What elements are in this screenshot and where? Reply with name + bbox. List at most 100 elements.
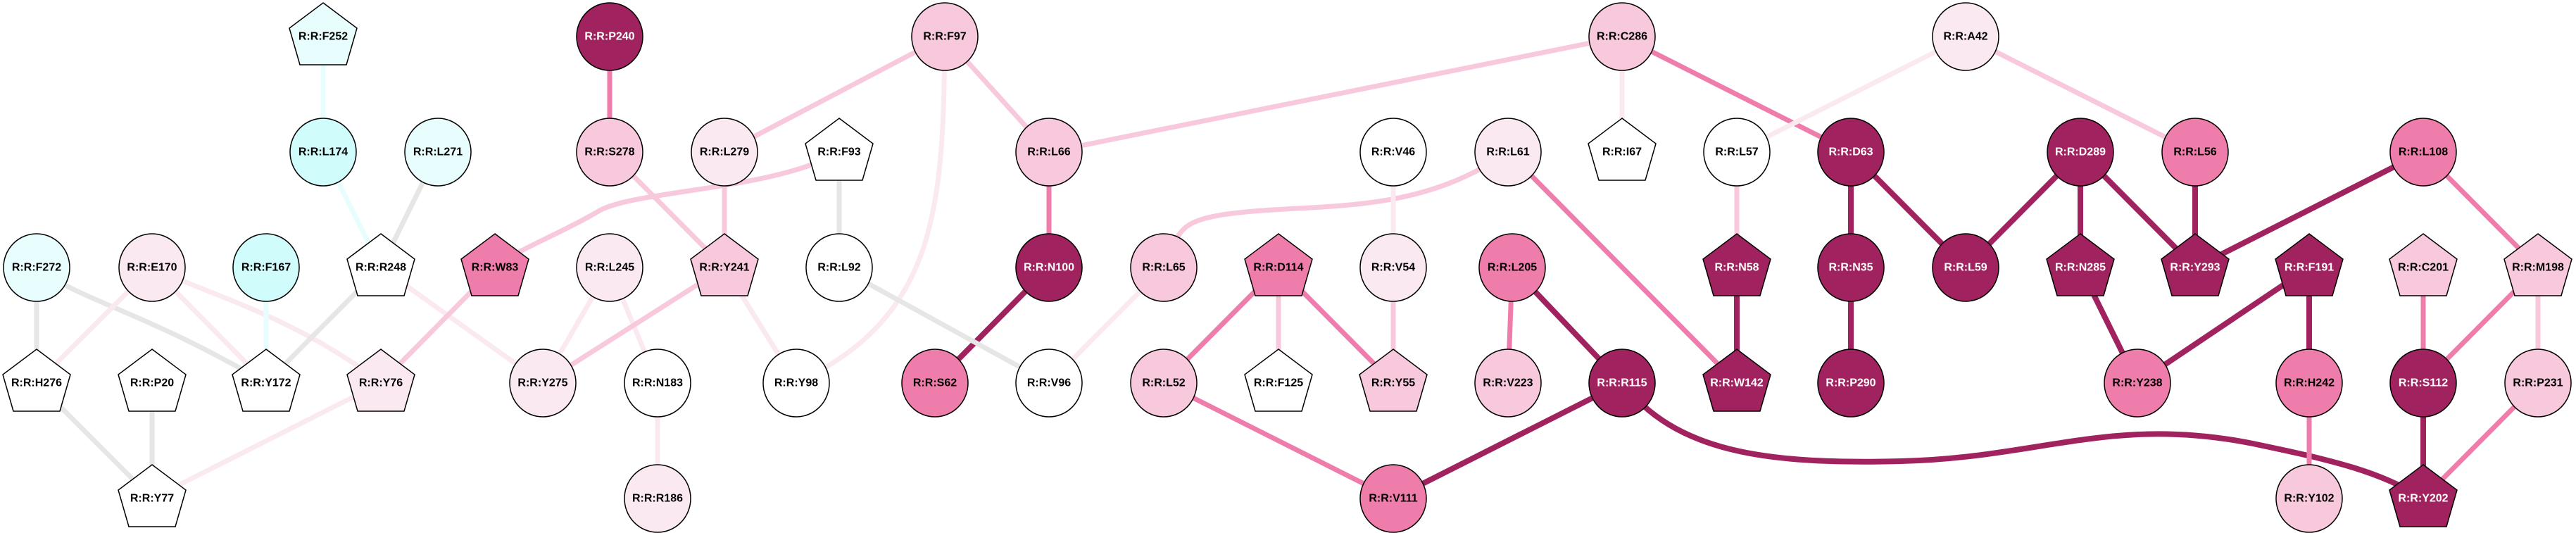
node-l65[interactable]: R:R:L65 <box>1130 233 1198 302</box>
node-l59[interactable]: R:R:L59 <box>1932 233 1999 302</box>
node-p20[interactable]: R:R:P20 <box>118 349 187 412</box>
node-h276[interactable]: R:R:H276 <box>2 349 71 412</box>
node-ellipse <box>2275 349 2343 418</box>
node-d114[interactable]: R:R:D114 <box>1244 233 1313 296</box>
node-l66[interactable]: R:R:L66 <box>1015 118 1083 187</box>
node-label: R:R:F93 <box>817 146 860 158</box>
node-v46[interactable]: R:R:V46 <box>1359 118 1427 187</box>
node-label: R:R:H276 <box>11 377 62 389</box>
node-y172[interactable]: R:R:Y172 <box>232 349 301 412</box>
node-r186[interactable]: R:R:R186 <box>624 464 691 533</box>
node-d63[interactable]: R:R:D63 <box>1817 118 1885 187</box>
node-label: R:R:F125 <box>1254 377 1303 389</box>
node-v96[interactable]: R:R:V96 <box>1015 349 1083 418</box>
node-l279[interactable]: R:R:L279 <box>691 118 758 187</box>
node-y55[interactable]: R:R:Y55 <box>1359 349 1428 412</box>
node-c286[interactable]: R:R:C286 <box>1588 2 1656 71</box>
node-label: R:R:L271 <box>413 146 463 158</box>
node-f252[interactable]: R:R:F252 <box>289 2 358 65</box>
node-label: R:R:P20 <box>130 377 174 389</box>
node-y202[interactable]: R:R:Y202 <box>2389 464 2458 527</box>
node-pentagon <box>1702 349 1771 412</box>
node-label: R:R:L57 <box>1715 146 1758 158</box>
node-v223[interactable]: R:R:V223 <box>1474 349 1542 418</box>
edge-l61-w142 <box>1506 150 1739 385</box>
node-n285[interactable]: R:R:N285 <box>2046 233 2115 296</box>
node-ellipse <box>1474 118 1542 187</box>
node-d289[interactable]: R:R:D289 <box>2047 118 2114 187</box>
node-label: R:R:L205 <box>1488 262 1537 274</box>
node-y98[interactable]: R:R:Y98 <box>762 349 830 418</box>
node-n183[interactable]: R:R:N183 <box>624 349 691 418</box>
node-l174[interactable]: R:R:L174 <box>289 118 357 187</box>
node-ellipse <box>404 118 472 187</box>
node-l271[interactable]: R:R:L271 <box>404 118 472 187</box>
node-w142[interactable]: R:R:W142 <box>1702 349 1771 412</box>
node-y76[interactable]: R:R:Y76 <box>346 349 415 412</box>
node-n58[interactable]: R:R:N58 <box>1702 233 1771 296</box>
node-f125[interactable]: R:R:F125 <box>1244 349 1313 412</box>
node-s62[interactable]: R:R:S62 <box>901 349 969 418</box>
node-f167[interactable]: R:R:F167 <box>232 233 300 302</box>
node-n35[interactable]: R:R:N35 <box>1817 233 1885 302</box>
node-ellipse <box>2504 349 2572 418</box>
node-label: R:R:R186 <box>632 493 683 505</box>
node-f97[interactable]: R:R:F97 <box>911 2 979 71</box>
node-m198[interactable]: R:R:M198 <box>2503 233 2572 296</box>
node-v111[interactable]: R:R:V111 <box>1359 464 1427 533</box>
node-label: R:R:L61 <box>1486 146 1529 158</box>
edge-a42-l56 <box>1964 34 2197 155</box>
edge-r115-y202 <box>1619 381 2425 501</box>
node-n100[interactable]: R:R:N100 <box>1015 233 1083 302</box>
node-ellipse <box>901 349 969 418</box>
node-pentagon <box>1588 118 1657 181</box>
node-p231[interactable]: R:R:P231 <box>2504 349 2572 418</box>
node-l52[interactable]: R:R:L52 <box>1130 349 1198 418</box>
node-ellipse <box>691 118 758 187</box>
node-i67[interactable]: R:R:I67 <box>1588 118 1657 181</box>
node-label: R:R:Y202 <box>2398 493 2448 505</box>
node-l56[interactable]: R:R:L56 <box>2161 118 2229 187</box>
node-y77[interactable]: R:R:Y77 <box>118 464 187 527</box>
node-s112[interactable]: R:R:S112 <box>2389 349 2457 418</box>
node-p240[interactable]: R:R:P240 <box>576 2 643 71</box>
node-f272[interactable]: R:R:F272 <box>3 233 70 302</box>
node-v54[interactable]: R:R:V54 <box>1359 233 1427 302</box>
node-ellipse <box>805 233 873 302</box>
node-l245[interactable]: R:R:L245 <box>576 233 643 302</box>
node-pentagon <box>2389 233 2458 296</box>
node-r248[interactable]: R:R:R248 <box>346 233 415 296</box>
node-pentagon <box>346 349 415 412</box>
edge-f191-y238 <box>2135 265 2311 386</box>
node-label: R:R:F167 <box>241 262 291 274</box>
node-p290[interactable]: R:R:P290 <box>1817 349 1885 418</box>
node-y275[interactable]: R:R:Y275 <box>509 349 577 418</box>
node-c201[interactable]: R:R:C201 <box>2389 233 2458 296</box>
node-l57[interactable]: R:R:L57 <box>1703 118 1771 187</box>
node-ellipse <box>576 233 643 302</box>
node-s278[interactable]: R:R:S278 <box>576 118 643 187</box>
node-l108[interactable]: R:R:L108 <box>2389 118 2457 187</box>
node-e170[interactable]: R:R:E170 <box>118 233 186 302</box>
node-f191[interactable]: R:R:F191 <box>2275 233 2344 296</box>
node-y293[interactable]: R:R:Y293 <box>2161 233 2230 296</box>
node-y241[interactable]: R:R:Y241 <box>690 233 759 296</box>
node-ellipse <box>2389 349 2457 418</box>
node-ellipse <box>1817 349 1885 418</box>
node-ellipse <box>1932 2 1999 71</box>
node-label: R:R:N58 <box>1714 262 1759 274</box>
node-l61[interactable]: R:R:L61 <box>1474 118 1542 187</box>
node-w83[interactable]: R:R:W83 <box>460 233 529 296</box>
node-f93[interactable]: R:R:F93 <box>805 118 874 181</box>
node-ellipse <box>232 233 300 302</box>
node-y238[interactable]: R:R:Y238 <box>2104 349 2171 418</box>
node-r115[interactable]: R:R:R115 <box>1588 349 1656 418</box>
node-l205[interactable]: R:R:L205 <box>1478 233 1546 302</box>
node-h242[interactable]: R:R:H242 <box>2275 349 2343 418</box>
node-y102[interactable]: R:R:Y102 <box>2275 464 2343 533</box>
node-ellipse <box>576 2 643 71</box>
node-a42[interactable]: R:R:A42 <box>1932 2 1999 71</box>
node-l92[interactable]: R:R:L92 <box>805 233 873 302</box>
node-label: R:R:Y77 <box>130 493 174 505</box>
node-label: R:R:A42 <box>1943 31 1987 43</box>
